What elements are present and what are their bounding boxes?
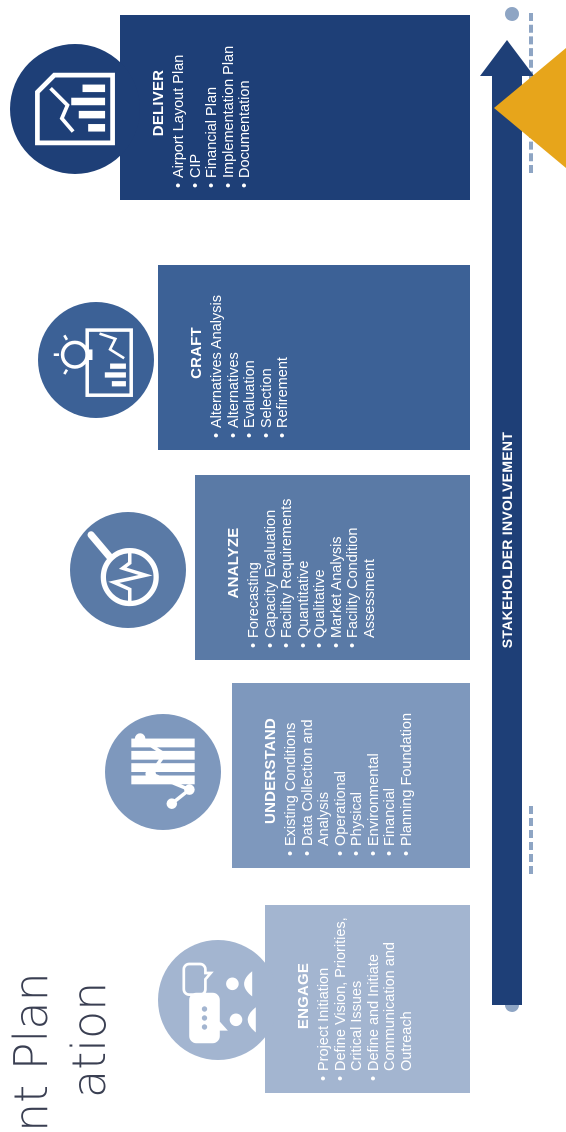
list-item: Facility Requirements — [279, 478, 296, 648]
list-item: Selection — [259, 268, 276, 438]
card-analyze: ANALYZE Forecasting Capacity Evaluation … — [195, 475, 470, 660]
card-list-understand: Existing Conditions Data Collection and … — [283, 686, 415, 856]
page-title-line-1: nt Plan — [4, 972, 58, 1132]
list-item: Existing Conditions — [283, 686, 300, 856]
list-item: Documentation — [237, 18, 254, 188]
list-item: Alternatives — [226, 268, 243, 438]
card-engage: ENGAGE Project Initiation Define Vision,… — [265, 905, 470, 1093]
list-item: Planning Foundation — [399, 686, 416, 856]
magnifier-pulse-icon — [87, 531, 159, 607]
card-craft: CRAFT Alternatives Analysis Alternatives… — [158, 265, 470, 450]
list-item: Evaluation — [242, 268, 259, 438]
list-item: Environmental — [366, 686, 383, 856]
list-item: Refirement — [275, 268, 292, 438]
list-item: Financial — [382, 686, 399, 856]
card-understand: UNDERSTAND Existing Conditions Data Coll… — [232, 683, 470, 868]
card-title-understand: UNDERSTAND — [262, 718, 279, 824]
card-list-analyze: Forecasting Capacity Evaluation Facility… — [246, 478, 378, 648]
card-deliver: DELIVER Airport Layout Plan CIP Financia… — [120, 15, 470, 200]
circle-analyze — [70, 512, 186, 628]
list-item: Facility Condition Assessment — [345, 478, 378, 648]
list-item: Qualitative — [312, 478, 329, 648]
list-item: Define Vision, Priorities, Critical Issu… — [333, 911, 366, 1081]
list-item: Forecasting — [246, 478, 263, 648]
list-item: Physical — [349, 686, 366, 856]
process-graphic: nt Plan ation ENGAGE Project Initiation … — [0, 0, 566, 1098]
list-item: Operational — [333, 686, 350, 856]
list-item: CIP — [188, 18, 205, 188]
card-list-engage: Project Initiation Define Vision, Priori… — [316, 911, 415, 1081]
list-item: Financial Plan — [204, 18, 221, 188]
document-chart-icon — [35, 72, 115, 146]
list-item: Airport Layout Plan — [171, 18, 188, 188]
chat-people-icon — [182, 962, 256, 1044]
card-title-deliver: DELIVER — [150, 69, 167, 137]
lightbulb-chart-icon — [53, 328, 133, 397]
list-item: Alternatives Analysis — [209, 268, 226, 438]
dashed-line-end-dot-right — [505, 7, 519, 21]
page-title-line-2: ation — [62, 981, 116, 1098]
circle-understand — [105, 714, 221, 830]
list-item: Implementation Plan — [221, 18, 238, 188]
circle-deliver — [10, 44, 140, 174]
list-item: Project Initiation — [316, 911, 333, 1081]
card-title-analyze: ANALYZE — [225, 527, 242, 599]
card-title-engage: ENGAGE — [295, 962, 312, 1030]
list-item: Define and Initiate Communication and Ou… — [366, 911, 416, 1081]
list-item: Quantitative — [296, 478, 313, 648]
card-title-craft: CRAFT — [188, 327, 205, 379]
circle-engage — [158, 940, 278, 1060]
current-stage-marker — [494, 48, 566, 168]
card-list-craft: Alternatives Analysis Alternatives Evalu… — [209, 268, 292, 438]
stakeholder-involvement-label: STAKEHOLDER INVOLVEMENT — [499, 431, 515, 649]
bar-line-chart-icon — [131, 733, 195, 809]
list-item: Market Analysis — [329, 478, 346, 648]
card-list-deliver: Airport Layout Plan CIP Financial Plan I… — [171, 18, 254, 188]
dashed-line-left — [529, 806, 533, 874]
circle-craft — [38, 302, 154, 418]
list-item: Data Collection and Analysis — [300, 686, 333, 856]
list-item: Capacity Evaluation — [263, 478, 280, 648]
